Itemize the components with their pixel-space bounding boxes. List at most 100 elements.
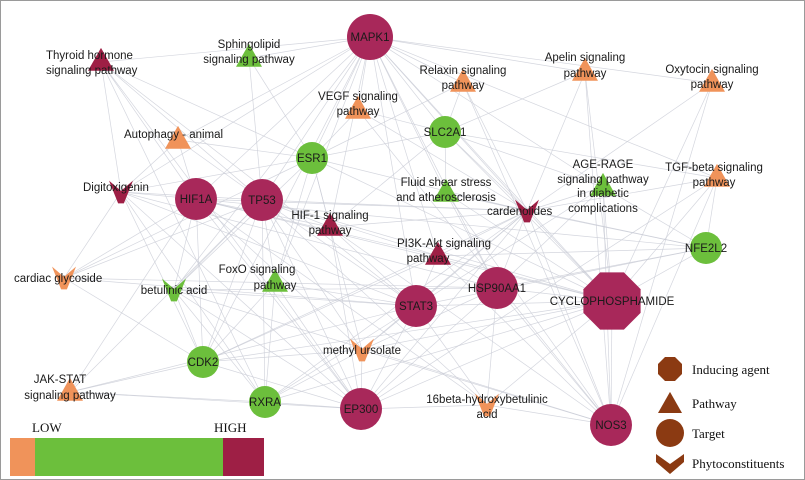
edge-tp53-thyroid (100, 61, 263, 201)
node-cardiacgly[interactable]: cardiac glycoside (14, 266, 102, 290)
node-label-rxra: RXRA (249, 397, 281, 409)
node-shape-nos3[interactable] (590, 404, 632, 446)
node-shape-tgfbeta[interactable] (704, 163, 730, 187)
node-shape-cyclo[interactable] (583, 272, 641, 330)
node-shape-hsp90aa1[interactable] (476, 267, 518, 309)
node-ep300[interactable]: EP300 (340, 388, 382, 430)
edge-cyclo-pi3k (437, 255, 613, 302)
edge-cardenolides-agerage (526, 186, 604, 212)
node-label-vegf-line2: pathway (337, 106, 380, 118)
node-shape-hydroxybet[interactable] (475, 393, 499, 417)
node-shape-slc2a1[interactable] (429, 116, 461, 148)
node-shape-digitoxigenin[interactable] (109, 180, 133, 204)
node-shape-pi3k[interactable] (425, 241, 451, 265)
edge-mapk1-oxytocin (369, 36, 713, 84)
node-betulinic[interactable]: betulinic acid (141, 278, 207, 302)
node-mapk1[interactable]: MAPK1 (347, 14, 393, 60)
node-hsp90aa1[interactable]: HSP90AA1 (468, 267, 526, 309)
node-label-jakstat-line1: JAK-STAT (34, 374, 87, 386)
node-nos3[interactable]: NOS3 (590, 404, 632, 446)
node-shape-jakstat[interactable] (57, 377, 83, 401)
node-esr1[interactable]: ESR1 (296, 142, 328, 174)
node-shape-mapk1[interactable] (347, 14, 393, 60)
node-shape-esr1[interactable] (296, 142, 328, 174)
legend-circle-icon (656, 419, 684, 447)
node-cyclo[interactable]: CYCLOPHOSPHAMIDE (550, 272, 675, 330)
node-shape-stat3[interactable] (395, 285, 437, 327)
edge-esr1-autophagy (177, 139, 313, 159)
node-shape-vegf[interactable] (345, 95, 371, 119)
node-label-thyroid-line2: signaling pathway (46, 65, 138, 77)
edge-cdk2-pi3k (202, 255, 439, 363)
node-tp53[interactable]: TP53 (241, 179, 283, 221)
edge-slc2a1-tgfbeta (444, 131, 718, 179)
node-shape-hif1a[interactable] (175, 178, 217, 220)
node-shape-autophagy[interactable] (165, 125, 191, 149)
edge-hsp90aa1-agerage (496, 186, 604, 289)
node-shape-ep300[interactable] (340, 388, 382, 430)
node-autophagy[interactable]: Autophagy - animal (124, 125, 223, 149)
edge-digitoxigenin-esr1 (120, 157, 313, 193)
edge-cdk2-foxo (202, 282, 276, 363)
node-nfe2l2[interactable]: NFE2L2 (685, 232, 727, 264)
edge-cardenolides-pi3k (437, 210, 528, 257)
edge-digitoxigenin-cardiacgly (63, 191, 122, 279)
node-shape-agerage[interactable] (590, 172, 616, 196)
node-vegf[interactable]: VEGF signaling pathway (318, 91, 398, 119)
edge-mapk1-autophagy (177, 36, 371, 141)
edge-ep300-thyroid (100, 61, 362, 410)
legend-octagon-icon (658, 357, 682, 381)
node-cardenolides[interactable]: cardenolides (487, 199, 552, 223)
node-label-tgfbeta-line2: pathway (693, 177, 736, 189)
node-shape-thyroid[interactable] (88, 47, 114, 71)
node-shape-fluid[interactable] (433, 178, 459, 202)
node-shape-cardenolides[interactable] (515, 199, 539, 223)
node-shape-rxra[interactable] (249, 386, 281, 418)
node-shape-foxo[interactable] (262, 268, 288, 292)
node-shape-relaxin[interactable] (450, 68, 476, 92)
node-label-thyroid-line1: Thyroid hormone (46, 50, 133, 62)
node-thyroid[interactable]: Thyroid hormone signaling pathway (46, 47, 138, 77)
node-label-vegf-line1: VEGF signaling (318, 91, 398, 103)
node-shape-sphingo[interactable] (236, 43, 262, 67)
node-label-methylurs: methyl ursolate (323, 345, 401, 357)
edge-nfe2l2-fluid (445, 192, 707, 249)
node-rxra[interactable]: RXRA (249, 386, 281, 418)
node-shape-tp53[interactable] (241, 179, 283, 221)
node-label-agerage-line4: complications (568, 203, 638, 215)
node-methylurs[interactable]: methyl ursolate (323, 338, 401, 362)
edge-nos3-pi3k (437, 255, 612, 426)
edge-hif1a-ep300 (195, 198, 362, 410)
node-shape-cardiacgly[interactable] (52, 266, 76, 290)
node-shape-betulinic[interactable] (162, 278, 186, 302)
node-shape-oxytocin[interactable] (699, 68, 725, 92)
node-hif1a[interactable]: HIF1A (175, 178, 217, 220)
node-cdk2[interactable]: CDK2 (187, 346, 219, 378)
node-digitoxigenin[interactable]: Digitoxigenin (83, 180, 149, 204)
node-shape-hif1sig[interactable] (317, 212, 343, 236)
node-shape-apelin[interactable] (572, 57, 598, 81)
node-label-fluid-line1: Fluid shear stress (401, 177, 492, 189)
node-shape-cdk2[interactable] (187, 346, 219, 378)
node-shape-methylurs[interactable] (350, 338, 374, 362)
edge-cdk2-tp53 (202, 199, 263, 363)
edge-cardenolides-slc2a1 (444, 131, 528, 212)
node-stat3[interactable]: STAT3 (395, 285, 437, 327)
node-shape-nfe2l2[interactable] (690, 232, 722, 264)
node-label-cardiacgly: cardiac glycoside (14, 273, 102, 285)
edge-slc2a1-apelin (444, 71, 586, 133)
node-slc2a1[interactable]: SLC2A1 (424, 116, 467, 148)
edge-cardenolides-oxytocin (526, 82, 713, 212)
